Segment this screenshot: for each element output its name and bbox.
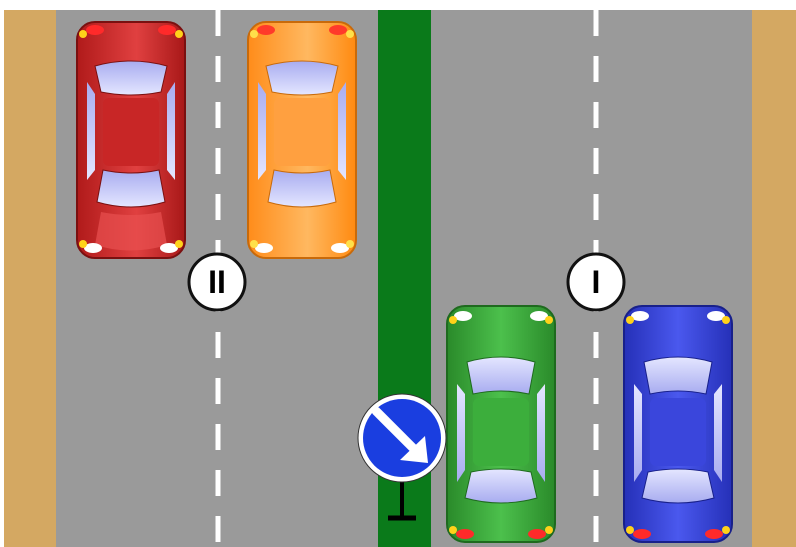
orange-car xyxy=(248,22,356,258)
red-car xyxy=(77,22,185,258)
right-shoulder xyxy=(752,10,796,547)
blue-car xyxy=(624,306,732,542)
lane-marker-II-label: II xyxy=(208,264,226,300)
left-shoulder xyxy=(4,10,56,547)
lane-marker-I: I xyxy=(568,254,624,310)
lane-marker-II: II xyxy=(189,254,245,310)
green-car xyxy=(447,306,555,542)
lane-marker-I-label: I xyxy=(592,264,601,300)
